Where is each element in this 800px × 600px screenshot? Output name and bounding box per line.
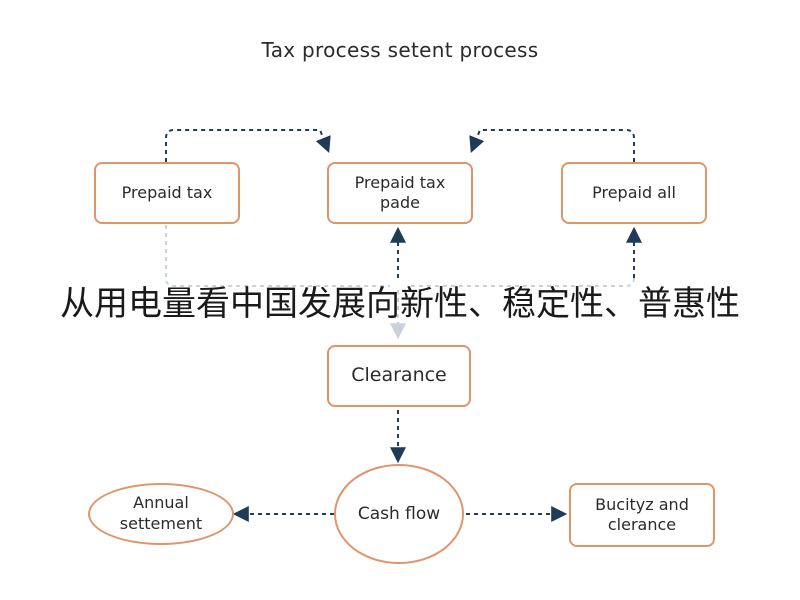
node-prepaid-tax: Prepaid tax bbox=[94, 162, 240, 224]
node-annual-settlement: Annual settement bbox=[88, 483, 234, 545]
faded-connector-left bbox=[165, 225, 390, 287]
arrow-prepaid-tax-to-pade bbox=[165, 129, 331, 162]
node-cash-flow: Cash flow bbox=[334, 464, 464, 564]
node-clearance: Clearance bbox=[327, 345, 471, 407]
arrow-prepaid-all-to-pade bbox=[469, 129, 635, 162]
node-prepaid-tax-pade: Prepaid tax pade bbox=[327, 162, 473, 224]
node-prepaid-all: Prepaid all bbox=[561, 162, 707, 224]
overlay-caption: 从用电量看中国发展向新性、稳定性、普惠性 bbox=[60, 284, 740, 324]
faded-connector-right bbox=[410, 277, 635, 287]
diagram-title: Tax process setent process bbox=[261, 38, 539, 62]
node-bucity-clearance: Bucityz and clerance bbox=[569, 483, 715, 547]
